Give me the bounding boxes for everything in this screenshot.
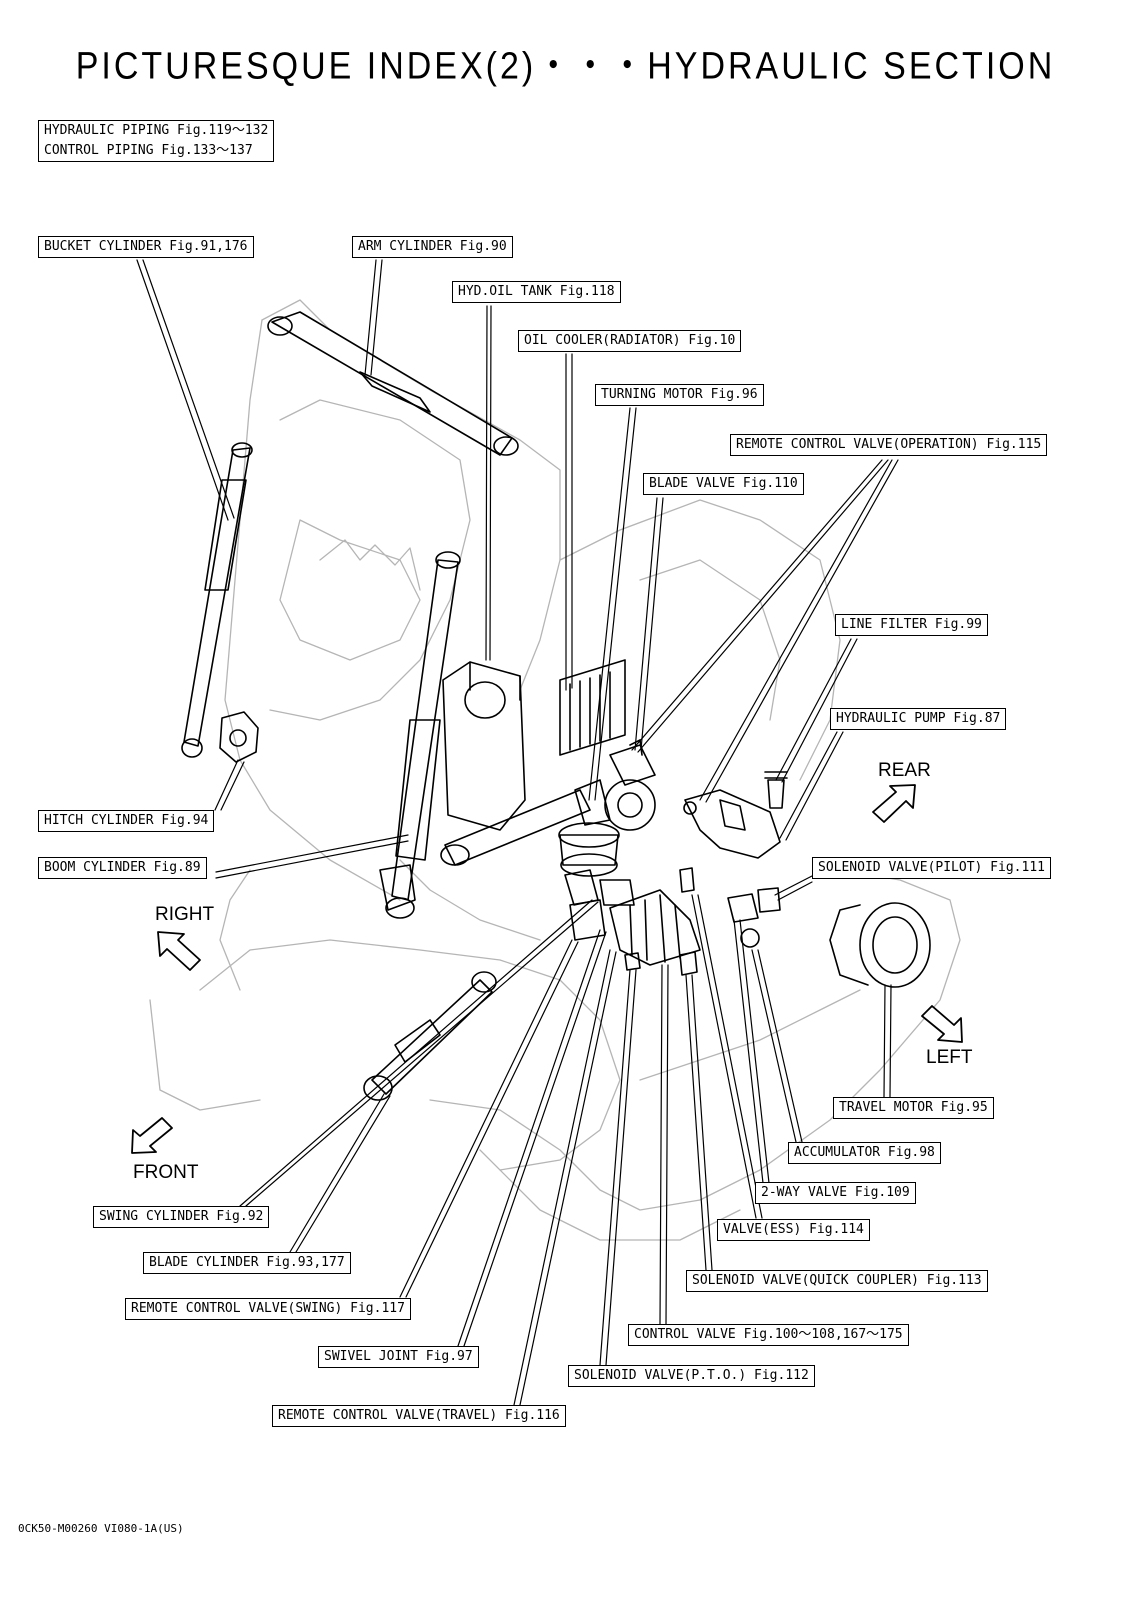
rear-arrow-icon — [872, 784, 916, 823]
components — [181, 311, 931, 1101]
arm-cylinder-label[interactable]: ARM CYLINDER Fig.90 — [352, 236, 513, 258]
valve-ess-label[interactable]: VALVE(ESS) Fig.114 — [717, 1219, 870, 1241]
solenoid-valve-pilot-shape — [727, 887, 781, 923]
control-piping-label: CONTROL PIPING Fig.133～137 — [44, 143, 253, 158]
swivel-joint-label[interactable]: SWIVEL JOINT Fig.97 — [318, 1346, 479, 1368]
right-direction-label: RIGHT — [155, 904, 215, 925]
boom-cylinder-shape — [379, 551, 461, 919]
hydraulic-pump-label[interactable]: HYDRAULIC PUMP Fig.87 — [830, 708, 1007, 730]
blade-valve-label[interactable]: BLADE VALVE Fig.110 — [643, 473, 804, 495]
remote-control-valve-operation-label[interactable]: REMOTE CONTROL VALVE(OPERATION) Fig.115 — [730, 434, 1048, 456]
travel-motor-label[interactable]: TRAVEL MOTOR Fig.95 — [833, 1097, 994, 1119]
hyd-oil-tank-shape — [442, 661, 526, 831]
remote-control-valve-travel-label[interactable]: REMOTE CONTROL VALVE(TRAVEL) Fig.116 — [272, 1405, 566, 1427]
direction-arrows — [131, 784, 963, 1154]
swing-pipe-shape — [440, 789, 591, 866]
control-valve-label[interactable]: CONTROL VALVE Fig.100～108,167～175 — [628, 1324, 909, 1346]
small-valves-shape — [624, 867, 698, 976]
bucket-cylinder-label[interactable]: BUCKET CYLINDER Fig.91,176 — [38, 236, 254, 258]
solenoid-valve-quick-coupler-label[interactable]: SOLENOID VALVE(QUICK COUPLER) Fig.113 — [686, 1270, 988, 1292]
piping-reference-box: HYDRAULIC PIPING Fig.119～132 CONTROL PIP… — [38, 120, 275, 162]
swing-cylinder-label[interactable]: SWING CYLINDER Fig.92 — [93, 1206, 270, 1228]
arm-cylinder-shape — [267, 311, 519, 456]
solenoid-valve-pilot-label[interactable]: SOLENOID VALVE(PILOT) Fig.111 — [812, 857, 1051, 879]
hydraulic-piping-label: HYDRAULIC PIPING Fig.119～132 — [44, 123, 269, 138]
hitch-cylinder-shape — [219, 711, 259, 763]
front-direction-label: FRONT — [133, 1162, 199, 1183]
accumulator-shape — [740, 928, 760, 948]
hyd-oil-tank-label[interactable]: HYD.OIL TANK Fig.118 — [452, 281, 621, 303]
page-title: PICTURESQUE INDEX(2)・・・HYDRAULIC SECTION — [75, 45, 1056, 88]
oil-cooler-label[interactable]: OIL COOLER(RADIATOR) Fig.10 — [518, 330, 742, 352]
document-code: 0CK50-M00260 VI080-1A(US) — [18, 1522, 184, 1535]
turning-motor-label[interactable]: TURNING MOTOR Fig.96 — [595, 384, 764, 406]
solenoid-valve-pto-label[interactable]: SOLENOID VALVE(P.T.O.) Fig.112 — [568, 1365, 815, 1387]
bucket-cylinder-shape — [181, 442, 253, 758]
hydraulic-pump-shape — [683, 789, 781, 859]
control-valve-shape — [609, 889, 701, 966]
boom-cylinder-label[interactable]: BOOM CYLINDER Fig.89 — [38, 857, 207, 879]
left-arrow-icon — [921, 1005, 963, 1043]
remote-control-valve-swing-label[interactable]: REMOTE CONTROL VALVE(SWING) Fig.117 — [125, 1298, 411, 1320]
leader-lines — [136, 259, 899, 1406]
line-filter-shape — [764, 771, 788, 809]
right-arrow-icon — [157, 931, 201, 971]
travel-motor-shape — [829, 902, 931, 988]
two-way-valve-label[interactable]: 2-WAY VALVE Fig.109 — [755, 1182, 916, 1204]
hitch-cylinder-label[interactable]: HITCH CYLINDER Fig.94 — [38, 810, 215, 832]
blade-valve-shape — [604, 739, 656, 831]
line-filter-label[interactable]: LINE FILTER Fig.99 — [835, 614, 988, 636]
accumulator-label[interactable]: ACCUMULATOR Fig.98 — [788, 1142, 941, 1164]
oil-cooler-shape — [559, 659, 626, 756]
left-direction-label: LEFT — [926, 1047, 973, 1068]
blade-cylinder-label[interactable]: BLADE CYLINDER Fig.93,177 — [143, 1252, 351, 1274]
machine-outline — [149, 299, 961, 1241]
front-arrow-icon — [131, 1117, 173, 1154]
rear-direction-label: REAR — [878, 760, 931, 781]
remote-valve-blocks — [564, 869, 635, 941]
